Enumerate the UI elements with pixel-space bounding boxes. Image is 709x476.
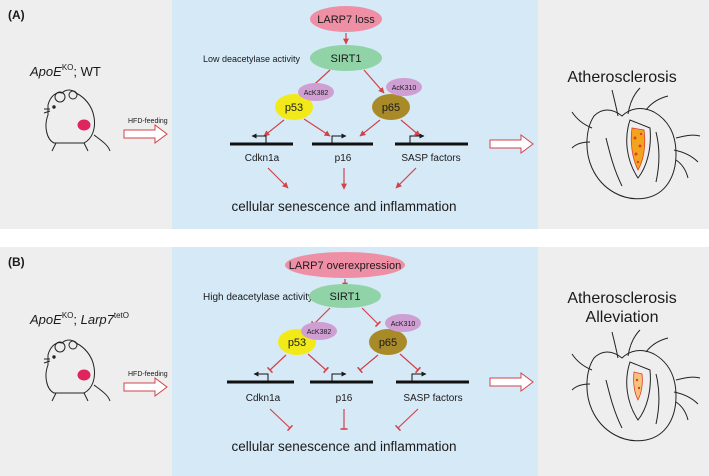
panel-a-label: (A)	[8, 8, 25, 22]
panel-b-sirt1-p53-inhibition	[310, 307, 331, 328]
panel-a-activity-label: Low deacetylase activity	[203, 54, 301, 64]
panel-a-p65-node	[372, 94, 410, 120]
panel-b-p65-node	[369, 329, 407, 355]
panel-a-result-arrow	[489, 134, 534, 154]
mouse-b-icon	[43, 339, 111, 402]
panel-a-p53-label: p53	[285, 102, 303, 114]
heart-b-icon	[571, 329, 701, 442]
panel-b-gene-sasp: SASP factors	[403, 393, 462, 404]
mouse-a-icon	[43, 89, 111, 152]
panel-a-gene-cdkn1a: Cdkn1a	[245, 153, 280, 164]
panel-b-p65-sasp-inhibition	[399, 353, 421, 374]
panel-a-gene-p16: p16	[335, 153, 352, 164]
panel-b-activity-label: High deacetylase activity	[203, 292, 313, 303]
panel-b-genotype: ApoEKO; Larp7tetO	[29, 311, 129, 327]
panel-a-feeding-label: HFD-feeding	[128, 118, 168, 125]
panel-b-result-line1: Atherosclerosis	[567, 290, 676, 307]
panel-b-p53-p16-inhibition	[307, 353, 329, 374]
panel-a-ack382-node	[298, 83, 334, 101]
panel-a-sirt1-p65-arrow	[363, 69, 385, 94]
panel-b-sasp-tss	[411, 371, 427, 382]
panel-a-p65-label: p65	[382, 102, 400, 114]
panel-b-ack310-label: AcK310	[391, 321, 416, 328]
panel-b-p65-label: p65	[379, 337, 397, 349]
panel-a: (A) ApoEKO; WT HFD-feeding LARP7 loss Lo…	[0, 0, 709, 229]
panel-b-sirt1-p65-inhibition	[361, 307, 382, 328]
panel-a-p53-p16-arrow	[303, 118, 331, 137]
panel-a-sirt1-label: SIRT1	[331, 53, 362, 65]
panel-a-sasp-tss	[409, 133, 425, 144]
panel-a-result: Atherosclerosis	[567, 69, 676, 86]
panel-a-outcome-arrow-left	[267, 167, 289, 189]
panel-b-p16-tss	[331, 371, 347, 382]
panel-b-feeding-label: HFD-feeding	[128, 371, 168, 378]
panel-b-sirt1-node	[309, 284, 381, 308]
panel-b-outcome-inhibition-left	[269, 408, 294, 432]
panel-b-p65-p16-inhibition	[357, 354, 379, 374]
panel-a-feeding-arrow	[123, 124, 168, 144]
panel-a-p65-sasp-arrow	[400, 119, 421, 137]
panel-a-ack382-label: AcK382	[304, 90, 329, 97]
panel-a-mechanism-area	[172, 0, 538, 229]
panel-b-sirt1-label: SIRT1	[330, 291, 361, 303]
panel-b-result-arrow	[489, 372, 534, 392]
panel-a-outcome: cellular senescence and inflammation	[231, 199, 456, 214]
panel-b-trigger-node	[285, 252, 405, 278]
panel-b-gene-p16: p16	[336, 393, 353, 404]
panel-b-ack382-node	[301, 322, 337, 340]
panel-separator	[0, 229, 709, 247]
panel-a-outcome-arrow-right	[395, 167, 417, 189]
panel-b-p53-label: p53	[288, 337, 306, 349]
panel-b-p53-cdkn1a-inhibition	[266, 354, 287, 374]
panel-b-feeding-arrow	[123, 377, 168, 397]
panel-a-trigger-label: LARP7 loss	[317, 14, 375, 26]
panel-b-outcome-inhibition-right	[394, 408, 419, 432]
heart-a-icon	[571, 87, 701, 200]
panel-b-trigger-label: LARP7 overexpression	[289, 260, 402, 272]
panel-a-p53-cdkn1a-arrow	[263, 119, 285, 137]
panel-a-genotype: ApoEKO; WT	[29, 63, 101, 79]
panel-b-ack382-label: AcK382	[307, 329, 332, 336]
panel-b-cdkn1a-tss	[253, 371, 269, 382]
panel-b-label: (B)	[8, 255, 25, 269]
panel-b-gene-cdkn1a: Cdkn1a	[246, 393, 281, 404]
panel-b: (B) ApoEKO; Larp7tetO HFD-feeding LARP7 …	[0, 247, 709, 476]
panel-b-result-line2: Alleviation	[586, 309, 659, 326]
panel-b-ack310-node	[385, 314, 421, 332]
panel-a-p16-tss	[331, 133, 347, 144]
panel-a-ack310-node	[386, 78, 422, 96]
panel-a-gene-sasp: SASP factors	[401, 153, 460, 164]
panel-a-p53-node	[275, 94, 313, 120]
panel-a-p65-p16-arrow	[359, 119, 381, 137]
panel-a-cdkn1a-tss	[251, 133, 267, 144]
panel-b-outcome: cellular senescence and inflammation	[231, 439, 456, 454]
panel-a-sirt1-node	[310, 45, 382, 71]
panel-a-ack310-label: AcK310	[392, 85, 417, 92]
panel-a-trigger-node	[310, 6, 382, 32]
